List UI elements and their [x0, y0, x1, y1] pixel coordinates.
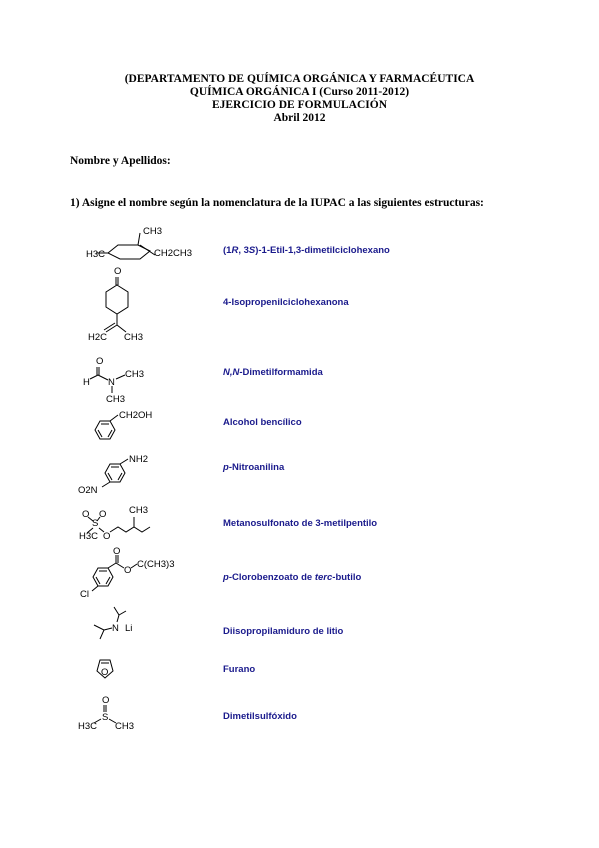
structure-7-drawing: O O C(CH3)3 Cl	[80, 546, 174, 600]
ch3-label: CH3	[106, 394, 125, 405]
answer-1: (1R, 3S)-1-Etil-1,3-dimetilciclohexano	[223, 245, 390, 256]
name-label: Nombre y Apellidos:	[70, 155, 171, 167]
structure-9-drawing: O	[96, 659, 114, 679]
h3c-label: H3C	[86, 249, 105, 260]
answer-4: Alcohol bencílico	[223, 417, 302, 428]
hydrogen-label: H	[83, 377, 90, 388]
nitrogen-label: N	[108, 377, 115, 388]
ch3-label: CH3	[125, 369, 144, 380]
chloro-label: Cl	[80, 589, 89, 600]
oxygen-label: O	[102, 695, 109, 706]
answer-2: 4-Isopropenilciclohexanona	[223, 297, 349, 308]
oxygen-label: O	[99, 509, 106, 520]
structure-5-nitroaniline: NH2 O2N	[70, 450, 210, 500]
structure-5-drawing: NH2 O2N	[78, 454, 148, 496]
structure-10-drawing: O S H3C CH3	[78, 695, 134, 732]
structure-2-drawing: O H2C CH3	[88, 266, 143, 343]
oxygen-label: O	[101, 667, 108, 678]
ch3-label: CH3	[115, 721, 134, 732]
structure-10-dmso: O S H3C CH3	[70, 692, 210, 732]
h3c-label: H3C	[78, 721, 97, 732]
oxygen-label: O	[124, 565, 131, 576]
answer-9: Furano	[223, 664, 256, 675]
oxygen-label: O	[96, 356, 103, 367]
oxygen-label: O	[103, 531, 110, 542]
oxygen-label: O	[114, 266, 121, 277]
structure-8-lda: N Li	[70, 603, 210, 643]
sulfur-label: S	[92, 518, 98, 529]
structure-9-furan: O	[70, 650, 210, 685]
structure-8-drawing: N Li	[93, 606, 132, 640]
ch3-label: CH3	[129, 505, 148, 516]
lithium-label: Li	[125, 623, 132, 634]
oxygen-label: O	[82, 509, 89, 520]
tert-butyl-label: C(CH3)3	[137, 559, 174, 570]
answer-5: p-Nitroanilina	[223, 462, 285, 473]
structure-4-benzyl-alcohol: CH2OH	[70, 405, 210, 450]
structure-6-drawing: O O S H3C O CH3	[79, 505, 151, 542]
structure-6-mesylate: O O S H3C O CH3	[70, 502, 210, 547]
structure-3-drawing: O H N CH3 CH3	[83, 356, 144, 405]
structure-3-dmf: O H N CH3 CH3	[70, 355, 210, 405]
sulfur-label: S	[102, 712, 108, 723]
structure-1-drawing: H3C CH3 CH2CH3	[86, 226, 192, 260]
answer-6: Metanosulfonato de 3-metilpentilo	[223, 518, 378, 529]
ch3-label: CH3	[143, 226, 162, 237]
course-title: QUÍMICA ORGÁNICA I (Curso 2011-2012)	[189, 86, 410, 98]
structure-2-cyclohexanone: O H2C CH3	[70, 265, 210, 350]
h3c-label: H3C	[79, 531, 98, 542]
ch3-label: CH3	[124, 332, 143, 343]
h2c-label: H2C	[88, 332, 107, 343]
nh2-label: NH2	[129, 454, 148, 465]
structure-1-dimethylcyclohexane: H3C CH3 CH2CH3	[70, 225, 210, 270]
answer-3: N,N-Dimetilformamida	[223, 367, 323, 378]
exercise-title: EJERCICIO DE FORMULACIÓN	[211, 99, 388, 111]
department-title: (DEPARTAMENTO DE QUÍMICA ORGÁNICA Y FARM…	[124, 73, 475, 85]
oxygen-label: O	[113, 546, 120, 557]
exam-date: Abril 2012	[273, 112, 326, 124]
answer-10: Dimetilsulfóxido	[223, 711, 297, 722]
ch2ch3-label: CH2CH3	[154, 248, 192, 259]
question-1-title: 1) Asigne el nombre según la nomenclatur…	[70, 197, 484, 209]
o2n-label: O2N	[78, 485, 98, 496]
answer-8: Diisopropilamiduro de litio	[223, 626, 344, 637]
ch2oh-label: CH2OH	[119, 410, 152, 421]
structure-7-chlorobenzoate: O O C(CH3)3 Cl	[70, 546, 210, 603]
nitrogen-label: N	[112, 623, 119, 634]
answer-7: p-Clorobenzoato de terc-butilo	[223, 572, 362, 583]
structure-4-drawing: CH2OH	[94, 410, 152, 440]
